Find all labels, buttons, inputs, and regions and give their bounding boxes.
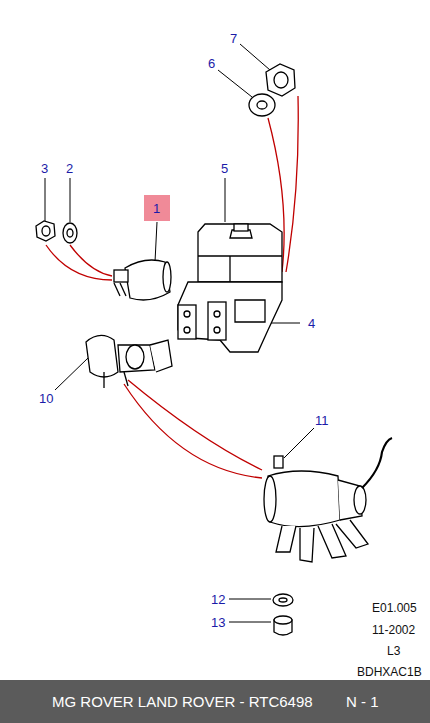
footer-band: MG ROVER LAND ROVER - RTC6498 N - 1 (0, 680, 430, 723)
footer-text: N - 1 (346, 693, 379, 710)
drawing-reference: E01.005 (372, 601, 417, 616)
callout-number: 2 (66, 161, 73, 176)
callout-number: 12 (211, 592, 225, 607)
callout-number: 3 (41, 161, 48, 176)
callout-number: 1 (153, 201, 160, 216)
callout-number: 7 (230, 31, 237, 46)
highlighted-callout: 1 (144, 195, 170, 221)
black-leader-lines (45, 44, 314, 622)
footer-text: MG ROVER LAND ROVER - RTC6498 (52, 693, 313, 710)
parts (36, 64, 392, 635)
callout-number: 6 (208, 56, 215, 71)
drawing-reference: L3 (387, 644, 400, 659)
red-leader-curves (46, 96, 298, 478)
drawing-reference: 11-2002 (372, 623, 415, 638)
callout-number: 13 (211, 615, 225, 630)
callout-number: 10 (39, 391, 53, 406)
callout-number: 4 (308, 316, 315, 331)
callout-number: 5 (221, 161, 228, 176)
drawing-reference: BDHXAC1B (357, 665, 422, 680)
callout-number: 11 (315, 413, 329, 428)
